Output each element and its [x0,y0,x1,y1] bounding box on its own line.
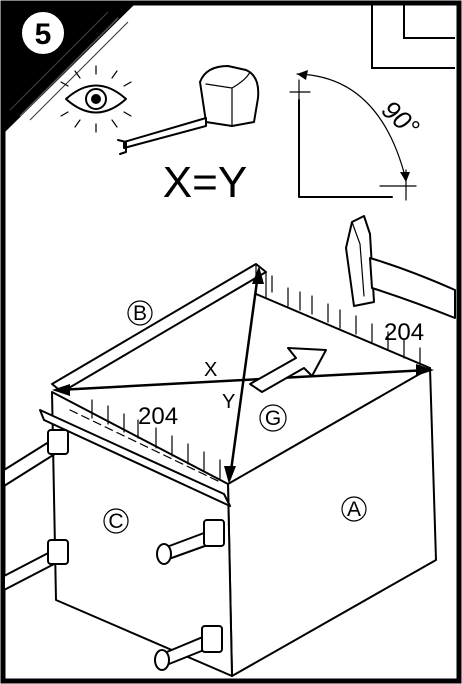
dimension-back: 204 [384,319,424,346]
dowels-front-edge [91,399,221,481]
cabinet-side-panel-c [51,391,233,677]
equation-label: X=Y [163,158,247,207]
part-label-g: G [259,404,287,432]
part-label-a: A [341,496,367,522]
svg-text:G: G [265,407,281,430]
cabinet-bottom-edge [39,409,231,507]
part-label-b: B [127,300,153,326]
set-square-icon: 90° [289,70,425,201]
diagonal-y [224,266,264,484]
tape-measure-icon [117,65,260,155]
dimension-front: 204 [138,403,178,430]
top-right-inset-box [371,3,455,69]
dowels-back-edge [271,275,421,367]
top-right-inset-inner [403,3,455,39]
eye-icon [60,65,132,133]
push-arrow-icon [249,347,327,393]
svg-text:A: A [347,498,361,521]
leg-front-right [154,625,223,671]
leg-back-left [3,429,69,487]
leg-front-left [3,539,69,591]
cabinet-back-panel [51,263,267,393]
part-label-c: C [103,508,129,534]
cabinet-side-panel [227,367,437,677]
angle-label: 90° [376,94,425,143]
leg-front-mid [156,519,225,565]
hammer-icon [345,215,456,319]
step-number: 5 [35,18,52,51]
diagonal-y-label: Y [222,391,235,413]
diagonal-x-label: X [204,359,217,381]
step-badge: 5 [3,3,136,134]
svg-text:B: B [133,302,147,325]
svg-text:C: C [108,510,123,533]
